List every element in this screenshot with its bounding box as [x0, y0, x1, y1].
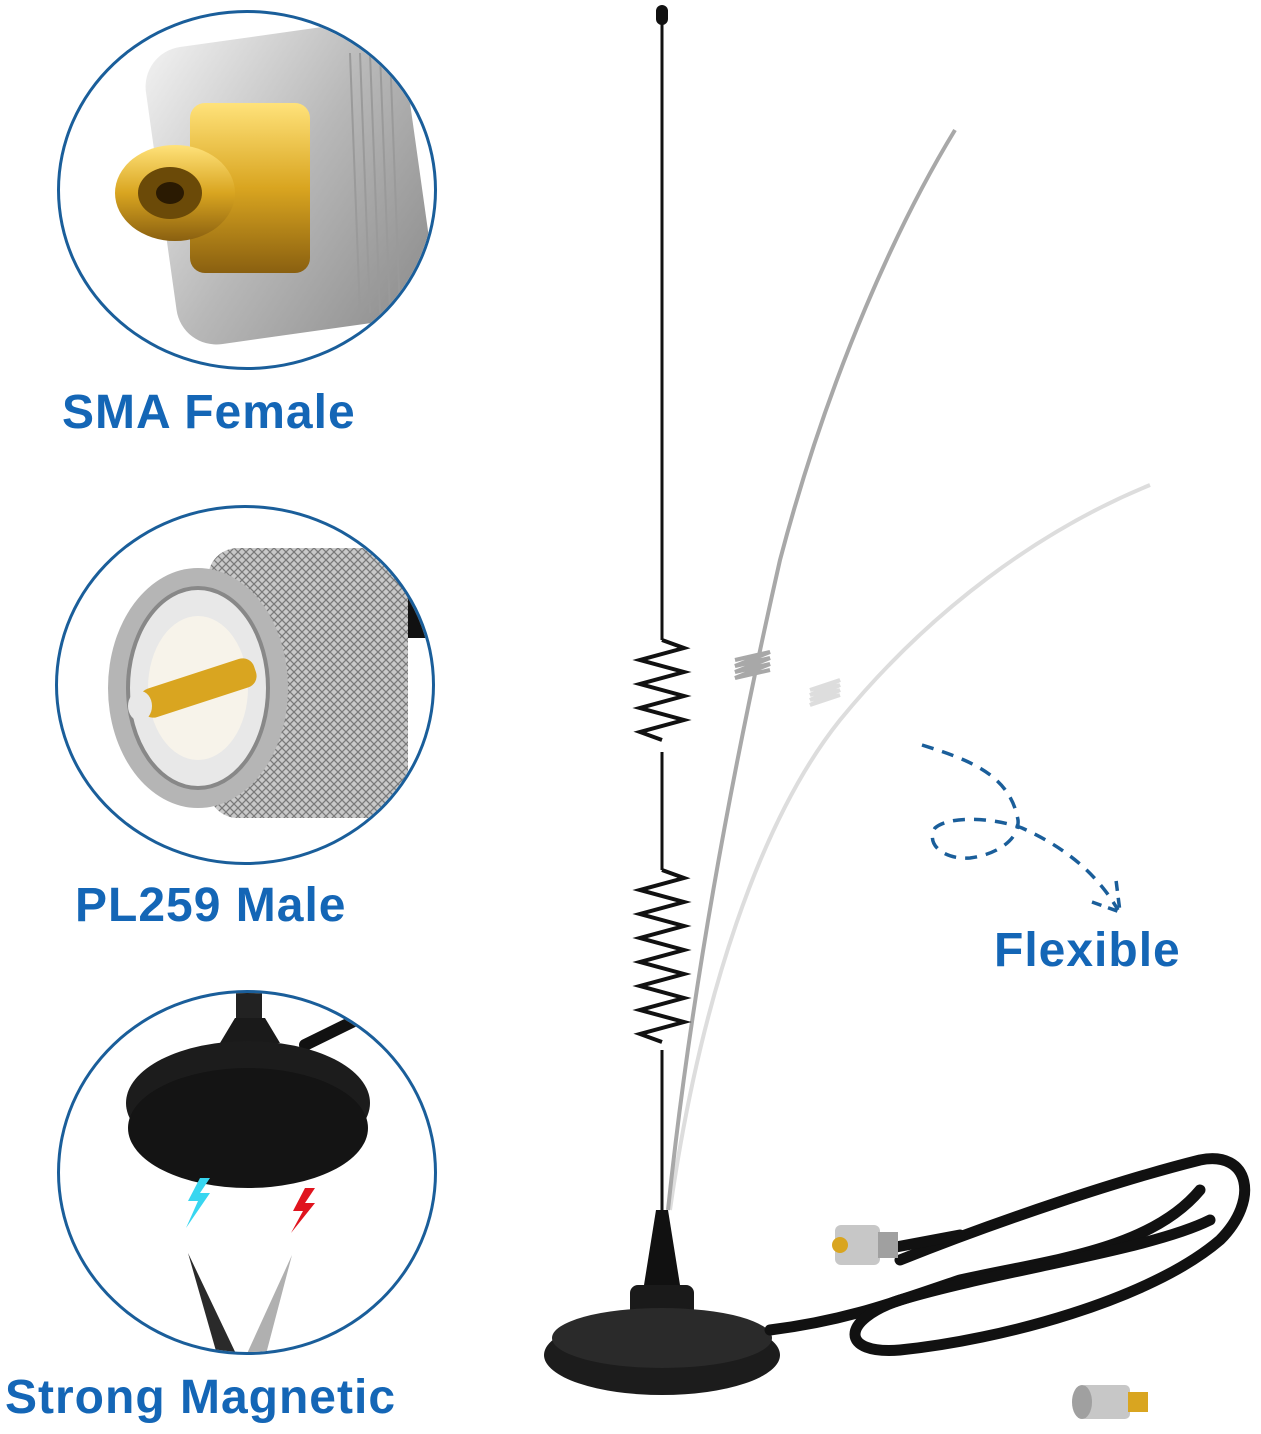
- pl259-male-label: PL259 Male: [75, 879, 347, 932]
- strong-magnetic-detail-circle: [57, 990, 437, 1355]
- sma-female-detail-circle: [57, 10, 437, 370]
- dashed-arrow-icon: [921, 743, 1123, 915]
- sma-connector-icon: [115, 21, 434, 345]
- sma-female-label: SMA Female: [62, 386, 356, 439]
- magnetic-base-icon: [126, 993, 370, 1352]
- pl259-male-detail-circle: [55, 505, 435, 865]
- flexible-label: Flexible: [994, 924, 1181, 977]
- strong-magnetic-label: Strong Magnetic: [5, 1371, 397, 1424]
- pl259-connector-icon: [108, 548, 432, 818]
